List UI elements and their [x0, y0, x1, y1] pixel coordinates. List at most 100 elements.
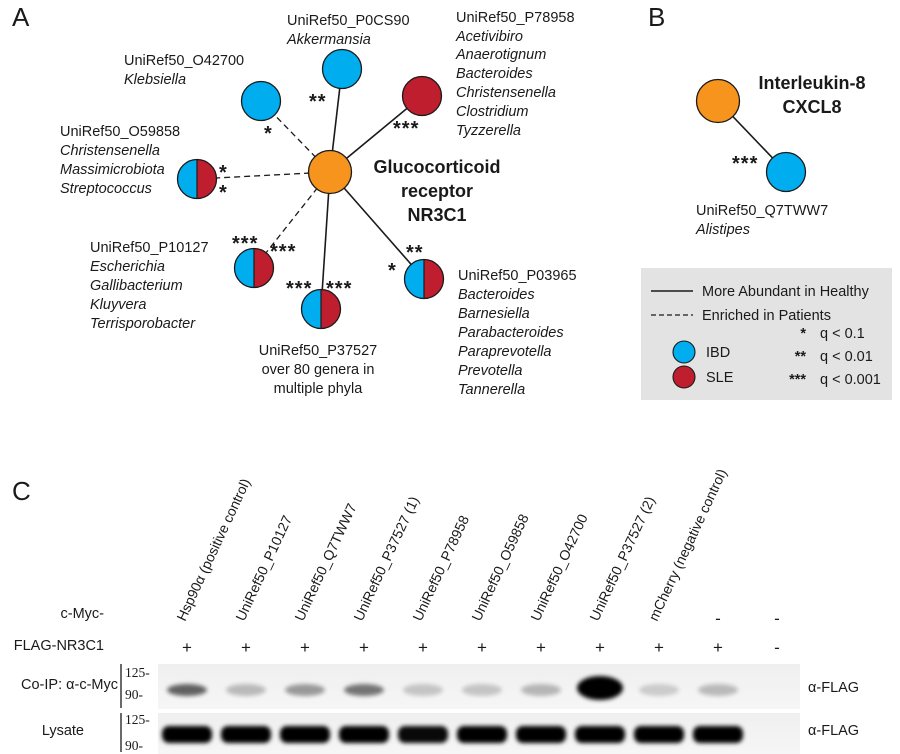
lysate-band	[280, 726, 330, 743]
western-blot: c-Myc- FLAG-NR3C1 Co-IP: α-c-Myc Lysate …	[14, 466, 859, 754]
mw-marker-coip-bottom: 90-	[125, 687, 144, 702]
node-q7tww7-genus: Alistipes	[695, 222, 750, 238]
lysate-band	[634, 726, 684, 743]
lysate-antibody: α-FLAG	[808, 723, 859, 739]
hub-b-line2: CXCL8	[782, 97, 841, 117]
hub-label-line2: receptor	[401, 181, 473, 201]
lane-label: UniRef50_P37527 (1)	[350, 494, 422, 623]
node-p37527	[300, 288, 342, 330]
legend-ibd-swatch	[672, 340, 696, 364]
node-p10127-genus: Gallibacterium	[90, 278, 183, 294]
node-p78958-genus: Tyzzerella	[456, 123, 521, 139]
node-q7tww7-stars: ***	[732, 153, 758, 175]
network-b: Interleukin-8 CXCL8 *** UniRef50_Q7TWW7 …	[695, 73, 866, 238]
node-p78958-label: UniRef50_P78958	[456, 10, 575, 26]
hub-label-line1: Glucocorticoid	[373, 157, 500, 177]
panel-label-b: B	[648, 2, 665, 32]
flag-mark: +	[359, 638, 369, 657]
node-p03965-genus: Tannerella	[458, 382, 525, 398]
node-p10127-stars-right: ***	[270, 241, 296, 263]
node-p03965-genus: Parabacteroides	[458, 325, 564, 341]
coip-band	[577, 676, 623, 700]
mw-marker-lysate-bottom: 90-	[125, 738, 144, 753]
lysate-band	[516, 726, 566, 743]
node-o59858-label: UniRef50_O59858	[60, 124, 180, 140]
legend-solid-text: More Abundant in Healthy	[702, 284, 870, 300]
lysate-band	[221, 726, 271, 743]
node-p0cs90	[321, 48, 363, 90]
node-o59858-stars-bottom: *	[219, 182, 228, 204]
lysate-band	[457, 726, 507, 743]
edge-o59858	[196, 171, 331, 180]
node-p03965-stars-left: *	[388, 260, 397, 282]
flag-mark: -	[774, 638, 780, 657]
legend-sle-swatch	[672, 365, 696, 389]
mw-marker-lysate-top: 125-	[125, 712, 150, 727]
node-p37527-desc-2: multiple phyla	[274, 381, 364, 397]
coip-band	[285, 684, 325, 696]
legend-sig-stars: ***	[789, 372, 806, 388]
lysate-label: Lysate	[42, 723, 84, 739]
node-p78958-genus: Bacteroides	[456, 66, 533, 82]
legend: More Abundant in Healthy Enriched in Pat…	[641, 268, 892, 400]
legend-sig-text: q < 0.01	[820, 349, 873, 365]
node-p0cs90-label: UniRef50_P0CS90	[287, 13, 410, 29]
lysate-band	[339, 726, 389, 743]
network-a: Glucocorticoid receptor NR3C1 UniRef50_O…	[60, 10, 577, 398]
lane-labels: Hsp90α (positive control)UniRef50_P10127…	[173, 466, 730, 623]
coip-label: Co-IP: α-c-Myc	[21, 677, 118, 693]
node-p10127-genus: Kluyvera	[90, 297, 146, 313]
flag-mark: +	[595, 638, 605, 657]
node-p03965-genus: Barnesiella	[458, 306, 530, 322]
cmyc-mark: -	[715, 609, 721, 628]
lane-label: UniRef50_P37527 (2)	[586, 494, 658, 623]
flag-mark: +	[713, 638, 723, 657]
node-p78958-genus: Clostridium	[456, 104, 529, 120]
flag-mark: +	[654, 638, 664, 657]
lane-label: UniRef50_O42700	[527, 511, 591, 623]
node-p10127-stars-left: ***	[232, 233, 258, 255]
panel-label-c: C	[12, 476, 31, 506]
node-p10127-genus: Escherichia	[90, 259, 165, 275]
node-p10127-genus: Terrisporobacter	[90, 316, 196, 332]
flag-mark: +	[182, 638, 192, 657]
legend-sig-stars: **	[795, 349, 807, 365]
cmyc-mark: -	[774, 609, 780, 628]
flag-mark: +	[418, 638, 428, 657]
lane-label: UniRef50_P78958	[409, 513, 472, 624]
flag-mark: +	[536, 638, 546, 657]
coip-band	[403, 684, 443, 696]
flag-mark: +	[477, 638, 487, 657]
row-label-flag: FLAG-NR3C1	[14, 638, 104, 654]
lane-label: UniRef50_O59858	[468, 511, 532, 623]
flag-mark: +	[241, 638, 251, 657]
node-q7tww7	[765, 151, 807, 193]
node-p78958-genus: Christensenella	[456, 85, 556, 101]
lysate-band	[398, 726, 448, 743]
coip-band	[698, 684, 738, 696]
node-p03965-genus: Paraprevotella	[458, 344, 552, 360]
coip-band	[639, 684, 679, 696]
node-p37527-stars-right: ***	[326, 278, 352, 300]
node-p37527-label: UniRef50_P37527	[259, 343, 378, 359]
node-o59858-genus: Streptococcus	[60, 181, 152, 197]
node-q7tww7-label: UniRef50_Q7TWW7	[696, 203, 828, 219]
node-o59858	[176, 158, 218, 200]
node-o59858-stars-top: *	[219, 162, 228, 184]
node-o59858-genus: Christensenella	[60, 143, 160, 159]
lane-label: UniRef50_P10127	[232, 513, 295, 624]
node-p37527-desc-1: over 80 genera in	[262, 362, 375, 378]
node-p10127	[233, 247, 275, 289]
node-p03965-stars-top: **	[406, 242, 424, 264]
bands	[162, 676, 743, 743]
flag-mark: +	[300, 638, 310, 657]
node-p03965	[403, 258, 445, 300]
node-o42700-stars: *	[264, 123, 273, 145]
row-label-cmyc: c-Myc-	[61, 606, 105, 622]
hub-node-cxcl8	[695, 78, 741, 124]
coip-band	[462, 684, 502, 696]
hub-node-nr3c1	[307, 149, 353, 195]
lysate-band	[162, 726, 212, 743]
